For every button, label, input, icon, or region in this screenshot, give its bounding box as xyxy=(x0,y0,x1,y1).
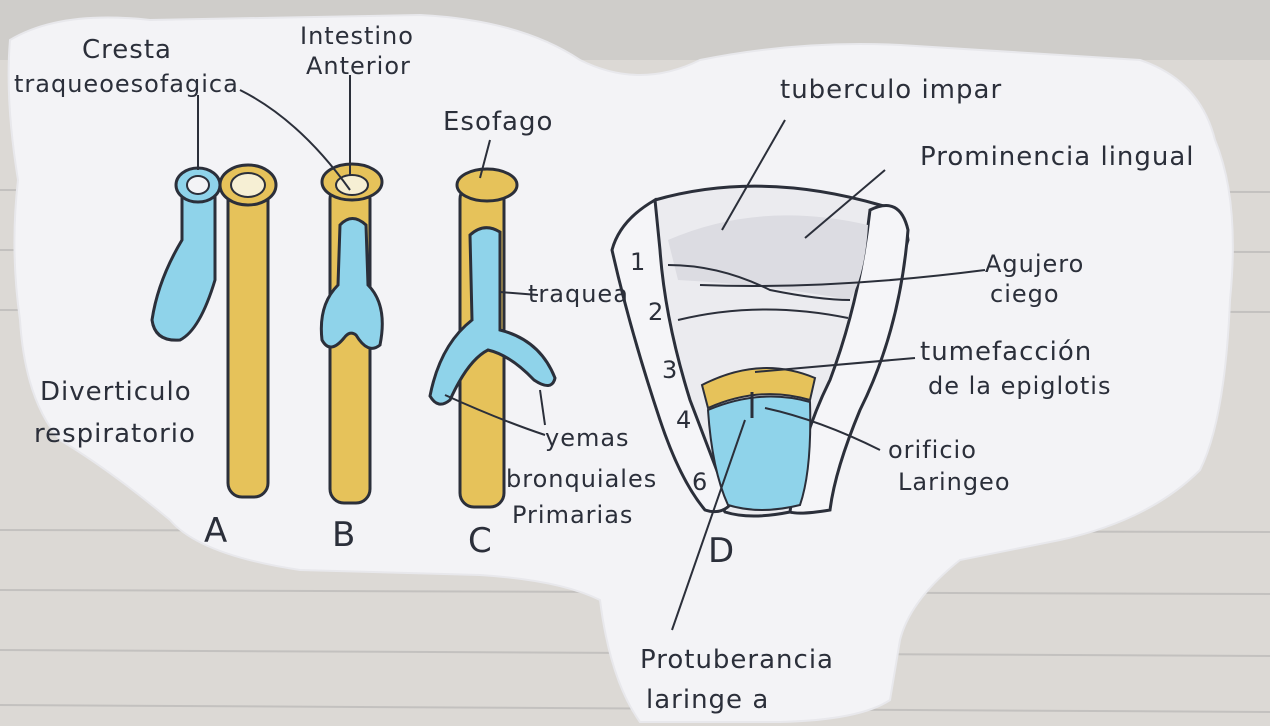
label-yemas-line1: yemas xyxy=(545,424,630,452)
label-cresta-line1: Cresta xyxy=(82,35,172,65)
arch-number-4: 4 xyxy=(676,406,692,434)
label-agujero-line2: ciego xyxy=(990,280,1060,308)
label-tumefaccion-line2: de la epiglotis xyxy=(928,372,1111,400)
label-yemas-line3: Primarias xyxy=(512,501,633,529)
label-orificio-line1: orificio xyxy=(888,436,977,464)
label-prominencia: Prominencia lingual xyxy=(920,142,1195,172)
panel-letter-a: A xyxy=(204,511,228,551)
label-esofago: Esofago xyxy=(443,107,553,137)
label-tumefaccion-line1: tumefacción xyxy=(920,337,1092,367)
label-tuberculo: tuberculo impar xyxy=(780,75,1002,105)
label-orificio-line2: Laringeo xyxy=(898,468,1011,496)
label-protuberancia-line1: Protuberancia xyxy=(640,645,834,675)
arch-number-6: 6 xyxy=(692,468,708,496)
panel-letter-b: B xyxy=(332,515,356,555)
label-diverticulo-line2: respiratorio xyxy=(34,419,196,449)
label-yemas-line2: bronquiales xyxy=(506,465,657,493)
panel-letter-c: C xyxy=(468,521,493,561)
label-traquea: traquea xyxy=(528,280,629,308)
arch-number-1: 1 xyxy=(630,248,646,276)
laryngeal-orifice xyxy=(708,397,810,510)
label-diverticulo-line1: Diverticulo xyxy=(40,377,192,407)
panel-letter-d: D xyxy=(708,531,735,571)
label-intestino-line1: Intestino xyxy=(300,22,414,50)
label-intestino-line2: Anterior xyxy=(306,52,411,80)
arch-number-3: 3 xyxy=(662,356,678,384)
arch-number-2: 2 xyxy=(648,298,664,326)
label-cresta-line2: traqueoesofagica xyxy=(14,70,239,98)
esophagus-a xyxy=(228,185,268,497)
label-agujero-line1: Agujero xyxy=(985,250,1084,278)
label-protuberancia-line2: laringe a xyxy=(646,685,769,715)
